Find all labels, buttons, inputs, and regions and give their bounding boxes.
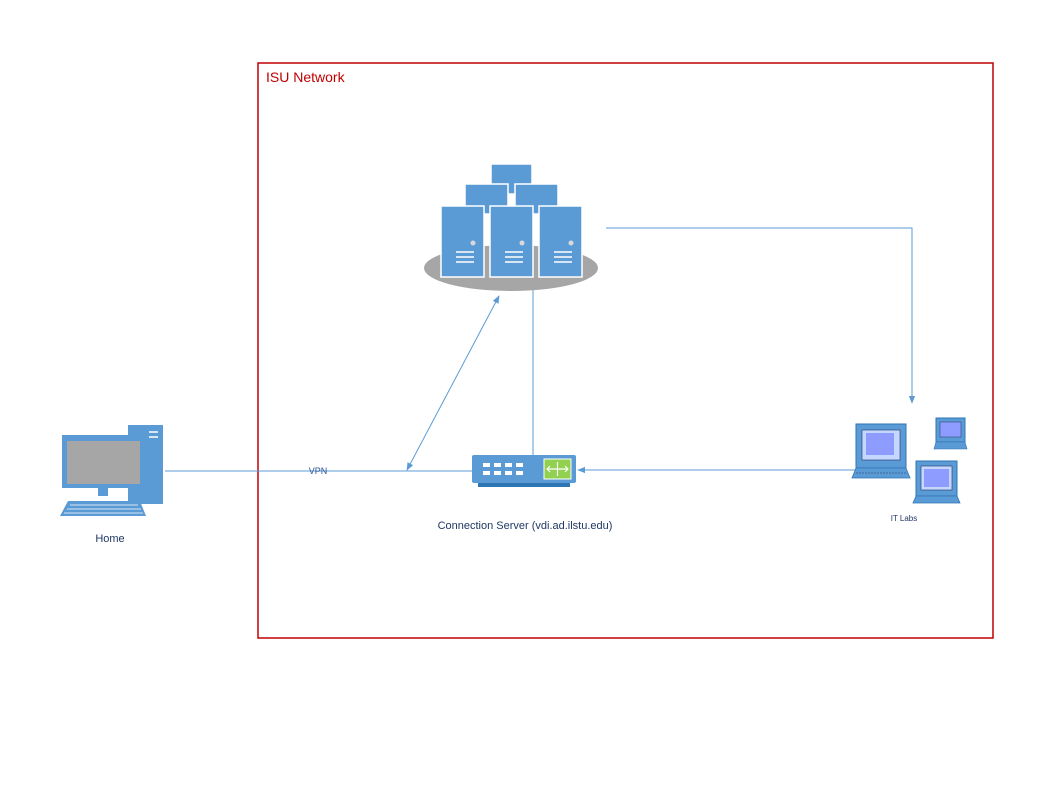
it-labs-computers-icon [851, 417, 968, 504]
home-computer-icon [60, 425, 163, 516]
vpn-label: VPN [309, 466, 328, 476]
it-labs-label: IT Labs [891, 514, 918, 523]
connection-server-label: Connection Server (vdi.ad.ilstu.edu) [438, 520, 613, 532]
lab-computer-small-icon [933, 417, 968, 450]
lab-computer-large-icon [851, 423, 911, 479]
home-to-server-link [406, 295, 500, 471]
lab-computer-medium-icon [912, 460, 961, 504]
connection-server-icon [472, 455, 576, 487]
isu-network-boundary [257, 62, 994, 639]
server-farm-icon [424, 163, 598, 291]
server-to-labs-link [606, 227, 916, 404]
home-label: Home [95, 533, 124, 545]
isu-network-label: ISU Network [266, 69, 346, 85]
